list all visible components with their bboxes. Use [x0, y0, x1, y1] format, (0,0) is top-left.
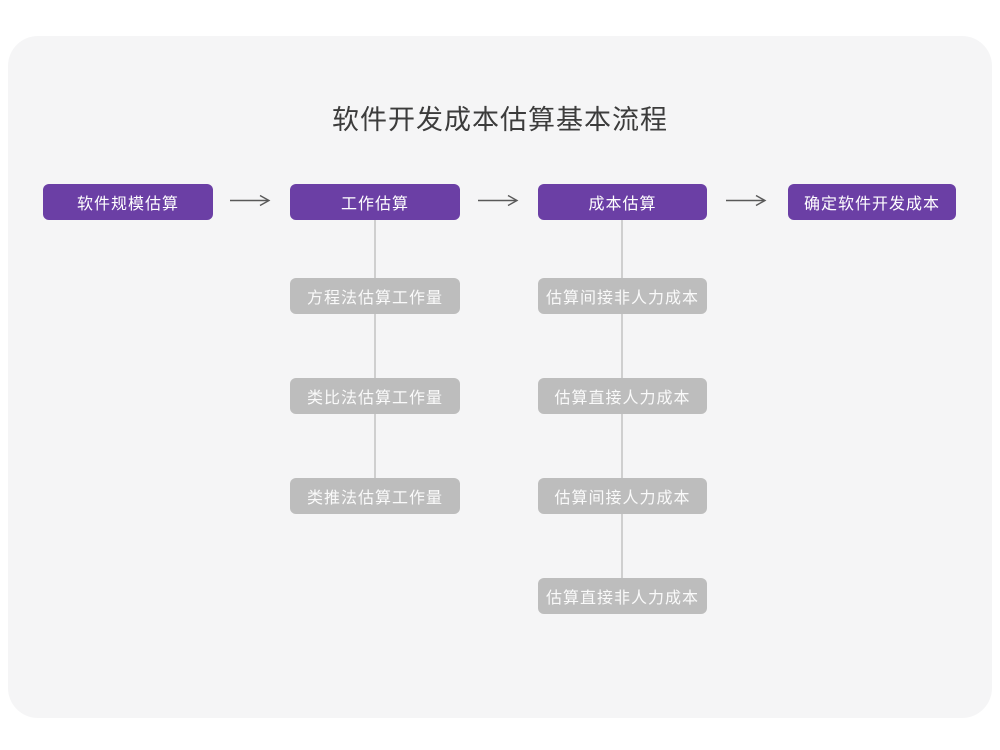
- diagram-title: 软件开发成本估算基本流程: [332, 105, 668, 135]
- node-extrapolation-method: 类推法估算工作量: [290, 478, 460, 514]
- connector-work-column: [374, 220, 376, 496]
- diagram-card: [8, 36, 992, 718]
- node-direct-labor-cost: 估算直接人力成本: [538, 378, 707, 414]
- right-arrow-icon: [229, 194, 271, 212]
- node-equation-method: 方程法估算工作量: [290, 278, 460, 314]
- right-arrow-icon: [725, 194, 767, 212]
- node-indirect-labor-cost: 估算间接人力成本: [538, 478, 707, 514]
- node-cost-estimation: 成本估算: [538, 184, 707, 220]
- node-software-scale-estimation: 软件规模估算: [43, 184, 213, 220]
- node-analogy-method: 类比法估算工作量: [290, 378, 460, 414]
- node-work-estimation: 工作估算: [290, 184, 460, 220]
- node-determine-development-cost: 确定软件开发成本: [788, 184, 956, 220]
- right-arrow-icon: [477, 194, 519, 212]
- node-indirect-nonlabor-cost: 估算间接非人力成本: [538, 278, 707, 314]
- node-direct-nonlabor-cost: 估算直接非人力成本: [538, 578, 707, 614]
